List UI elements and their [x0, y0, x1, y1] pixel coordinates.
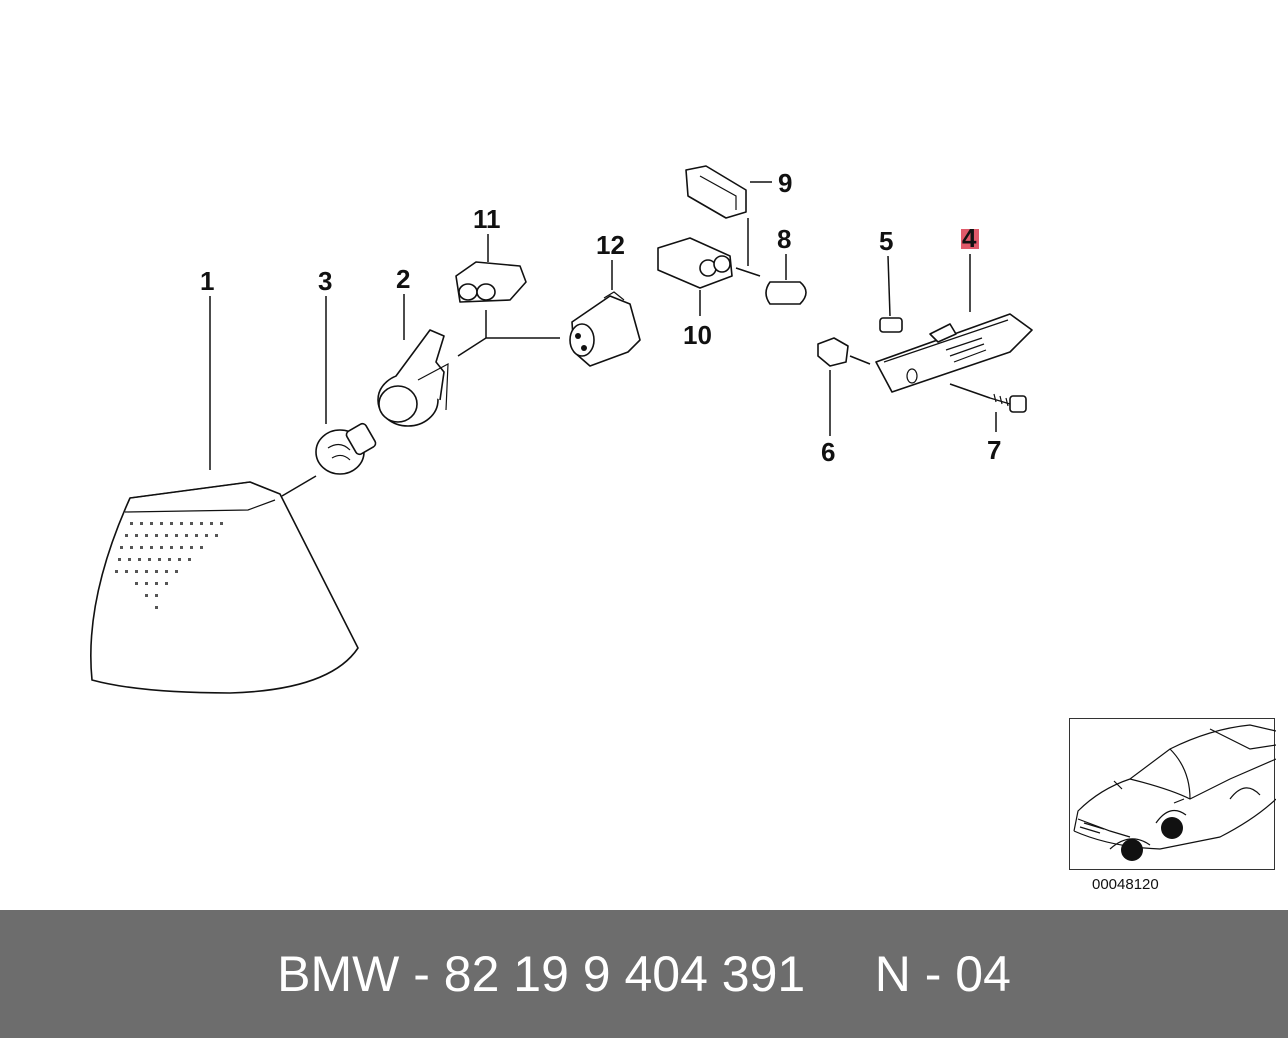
- car-outline-icon: [1073, 724, 1276, 861]
- callout-9: 9: [778, 168, 792, 198]
- footer-bar: BMW - 82 19 9 404 391 N - 04: [0, 910, 1288, 1038]
- callout-6: 6: [821, 437, 835, 467]
- part-number: 82 19 9 404 391: [443, 946, 806, 1002]
- screw-part-7: [989, 393, 1027, 413]
- bulb-part-8: [765, 281, 807, 305]
- position-number: 04: [955, 946, 1011, 1002]
- drawing-number: 00048120: [1092, 876, 1159, 893]
- clip-part-6: [817, 337, 849, 367]
- callout-4: 4: [962, 223, 977, 253]
- brand-label: BMW: [277, 946, 400, 1002]
- side-marker-lamp-part-4: [875, 313, 1033, 393]
- position-prefix: N: [874, 946, 911, 1002]
- bulb-part-3: [315, 422, 377, 475]
- callout-7: 7: [987, 435, 1001, 465]
- callout-1: 1: [200, 266, 214, 296]
- position-separator: -: [924, 946, 942, 1002]
- callout-8: 8: [777, 224, 791, 254]
- callout-2: 2: [396, 264, 410, 294]
- callout-3: 3: [318, 266, 332, 296]
- parts-diagram: 1 3 2 11 12 9 8 10 5 4 6 7: [90, 165, 1033, 694]
- footer-part-reference: BMW - 82 19 9 404 391 N - 04: [0, 910, 1288, 1038]
- callout-11: 11: [473, 204, 501, 234]
- bulb-socket-part-2: [377, 329, 449, 427]
- callout-4-highlight: [961, 229, 979, 249]
- brand-separator: -: [413, 946, 430, 1002]
- bulb-part-5: [879, 317, 903, 333]
- connector-part-10: [657, 237, 733, 289]
- connector-part-11: [455, 261, 527, 303]
- callout-12: 12: [596, 230, 625, 260]
- callout-10: 10: [683, 320, 712, 350]
- callout-5: 5: [879, 226, 893, 256]
- vehicle-location-inset: [1069, 718, 1276, 870]
- corner-lamp-lens: [90, 475, 359, 694]
- socket-part-12: [569, 291, 641, 367]
- connector-part-9: [685, 165, 747, 219]
